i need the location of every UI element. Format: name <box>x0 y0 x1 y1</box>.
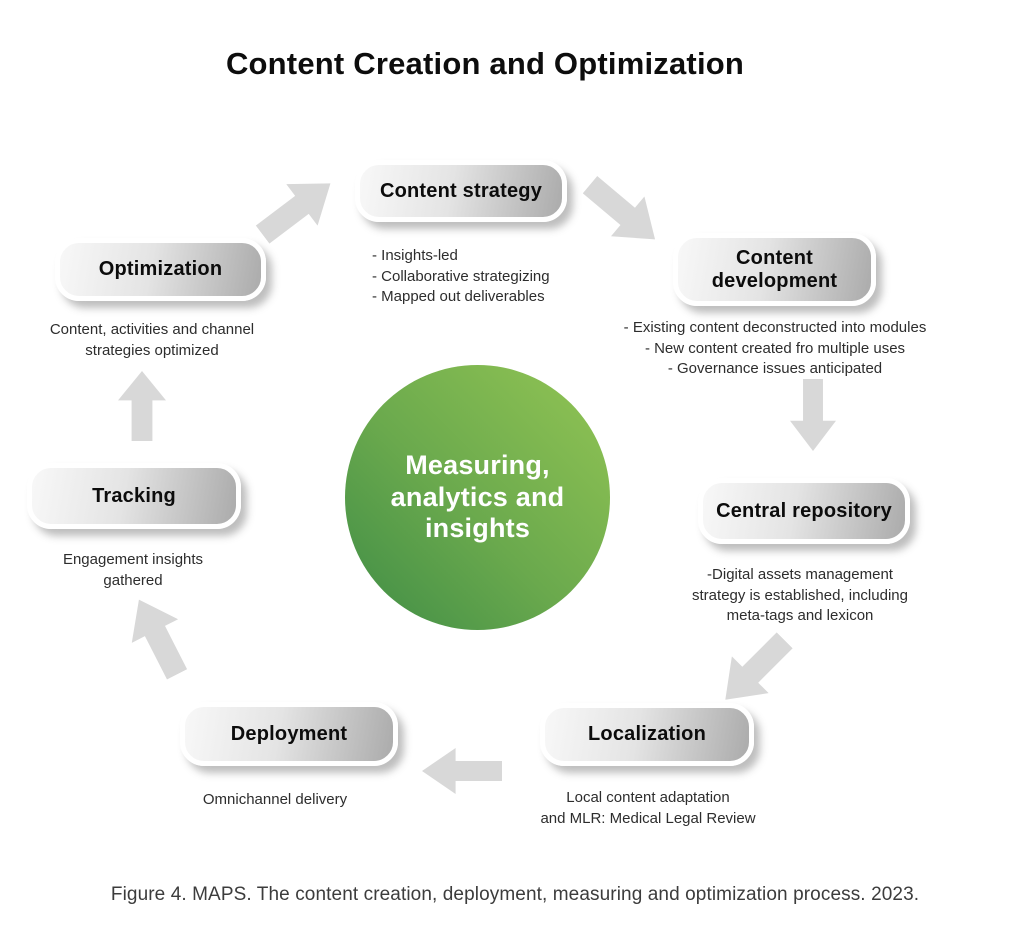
figure-caption: Figure 4. MAPS. The content creation, de… <box>110 884 920 905</box>
arrow-deployment-to-tracking <box>116 588 200 686</box>
arrow-content-development-to-central-repository <box>790 379 836 451</box>
arrow-optimization-to-content-strategy <box>247 163 346 256</box>
arrow-content-strategy-to-content-development <box>573 165 672 259</box>
node-tracking-label: Tracking <box>92 484 176 507</box>
arrow-central-repository-to-localization <box>707 622 803 718</box>
node-localization-label: Localization <box>588 723 706 745</box>
center-circle-label: Measuring, analytics and insights <box>390 449 565 544</box>
node-content-strategy-label: Content strategy <box>379 179 543 202</box>
node-localization-details: Local content adaptation and MLR: Medica… <box>540 789 756 827</box>
node-optimization-details: Content, activities and channel strategi… <box>49 321 255 359</box>
node-optimization: Optimization <box>55 238 266 301</box>
node-optimization-label: Optimization <box>98 258 223 280</box>
diagram-title: Content Creation and Optimization <box>225 46 745 81</box>
node-central-repository: Central repository <box>698 478 910 544</box>
node-tracking-details: Engagement insights gathered <box>62 551 204 589</box>
node-central-repository-details: -Digital assets management strategy is e… <box>692 566 908 625</box>
arrow-tracking-to-optimization <box>118 371 166 441</box>
node-deployment-details: Omnichannel delivery <box>202 791 348 808</box>
node-deployment: Deployment <box>180 702 398 766</box>
arrow-localization-to-deployment <box>422 748 502 794</box>
node-localization: Localization <box>540 703 754 766</box>
node-central-repository-label: Central repository <box>716 499 892 522</box>
node-content-development-label: Content development <box>711 246 838 292</box>
node-deployment-label: Deployment <box>230 722 348 745</box>
node-content-strategy: Content strategy <box>355 160 567 222</box>
node-content-development: Content development <box>673 233 876 306</box>
node-content-development-details: - Existing content deconstructed into mo… <box>623 319 927 378</box>
center-circle: Measuring, analytics and insights <box>345 365 610 630</box>
node-tracking: Tracking <box>27 463 241 529</box>
node-content-strategy-details: - Insights-led - Collaborative strategiz… <box>372 247 550 306</box>
